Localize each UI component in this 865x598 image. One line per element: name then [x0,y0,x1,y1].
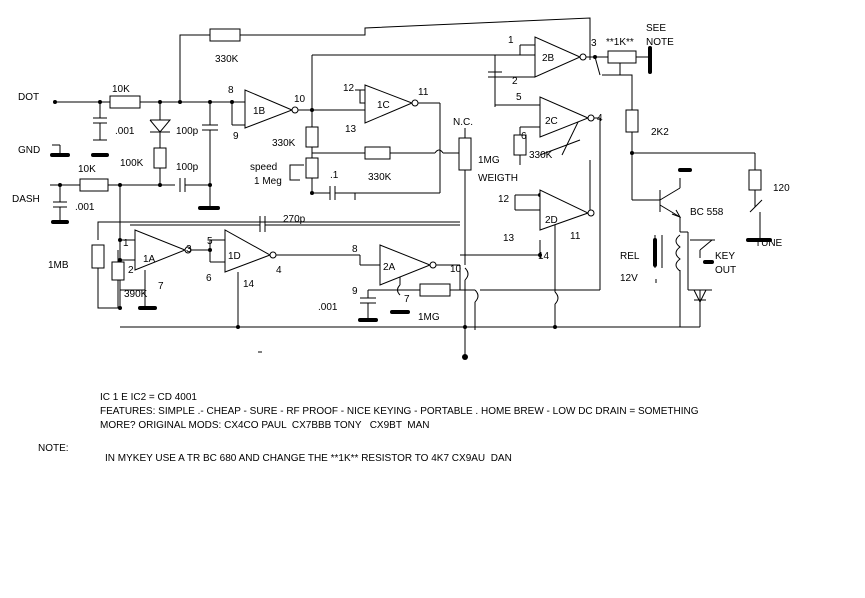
nc-label: N.C. [453,117,473,128]
notes-ic-type: IC 1 E IC2 = CD 4001 [100,392,197,403]
resistor-10k-dot: 10K [112,84,130,95]
pin-12-2d: 12 [498,194,510,205]
pin-8-2a: 8 [352,244,358,255]
pin-6-1d: 6 [206,273,212,284]
capacitor-100p-b: 100p [176,162,199,173]
tune-label: TUNE [755,238,783,249]
pin-14-1d: 14 [243,279,255,290]
dash-input-label: DASH [12,194,40,205]
capacitor-270p-a: 270p [283,214,306,225]
gate-1a-label: 1A [143,254,156,265]
gate-2a-label: 2A [383,262,396,273]
relay-12v-label: 12V [620,273,638,284]
transistor-bc558-label: BC 558 [690,207,724,218]
capacitor-0-1: .1 [330,170,339,181]
resistor-120: 120 [773,183,790,194]
pin-11-2d: 11 [570,231,581,242]
pin-13-2d: 13 [503,233,515,244]
gate-1c-label: 1C [377,100,390,111]
pin-4-2c: 4 [597,113,603,124]
pin-5-1d: 5 [207,236,213,247]
speed-pot-1meg: 1 Meg [254,176,282,187]
pot-1mg-weight: 1MG [478,155,500,166]
pin-5-2c: 5 [516,92,522,103]
speed-label: speed [250,162,277,173]
pin-4-1d: 4 [276,265,282,276]
resistor-10k-dash: 10K [78,164,96,175]
resistor-1mg: 1MG [418,312,440,323]
resistor-100k: 100K [120,158,144,169]
pin-12-1c: 12 [343,83,355,94]
key-out-label-key: KEY [715,251,735,262]
pin-9-2a: 9 [352,286,358,297]
pin-9-1b: 9 [233,131,239,142]
capacitor-001-dot: .001 [115,126,135,137]
weight-label: WEIGTH [478,173,518,184]
resistor-2k2: 2K2 [651,127,669,138]
key-out-label-out: OUT [715,265,736,276]
capacitor-100p-a: 100p [176,126,199,137]
resistor-330k-top: 330K [215,54,239,65]
pin-3-2b: 3 [591,38,597,49]
pin-3-1a: 3 [186,244,192,255]
pin-2-2b: 2 [512,76,518,87]
pin-13-1c: 13 [345,124,357,135]
notes-features: FEATURES: SIMPLE .- CHEAP - SURE - RF PR… [100,406,699,417]
note-label: NOTE [646,37,674,48]
gate-2b-label: 2B [542,53,555,64]
pin-10-1b: 10 [294,94,306,105]
gate-1d-label: 1D [228,251,241,262]
relay-label: REL [620,251,640,262]
pin-11-1c: 11 [418,87,429,98]
resistor-390k: 390K [124,289,148,300]
pin-6-2c: 6 [521,131,527,142]
resistor-330k-mid: 330K [272,138,296,149]
wires [50,17,763,357]
gate-1b-label: 1B [253,106,266,117]
gate-2d-label: 2D [545,215,558,226]
pin-2-1a: 2 [128,265,134,276]
gate-2c-label: 2C [545,116,558,127]
pin-1-2b: 1 [508,35,514,46]
resistor-1k-note: **1K** [606,37,634,48]
pin-7-1a: 7 [158,281,164,292]
pin-8-1b: 8 [228,85,234,96]
capacitor-001-2a: .001 [318,302,338,313]
components [50,28,772,360]
pin-10-2a: 10 [450,264,462,275]
notes-heading: NOTE: [38,443,69,454]
gnd-input-label: GND [18,145,40,156]
resistor-330k-b: 330K [368,172,392,183]
notes-original-mods: MORE? ORIGINAL MODS: CX4CO PAUL CX7BBB T… [100,420,430,431]
pin-1-1a: 1 [123,238,129,249]
resistor-330k-c: 330K [529,150,553,161]
pin-7-2a: 7 [404,294,410,305]
notes-mykey: IN MYKEY USE A TR BC 680 AND CHANGE THE … [105,453,512,464]
resistor-1mb: 1MB [48,260,69,271]
component-labels: DOT GND DASH 330K 10K 10K .001 .001 .001… [12,23,790,323]
see-label: SEE [646,23,666,34]
dot-input-label: DOT [18,92,39,103]
capacitor-001-dash: .001 [75,202,95,213]
pin-14-2d: 14 [538,251,550,262]
